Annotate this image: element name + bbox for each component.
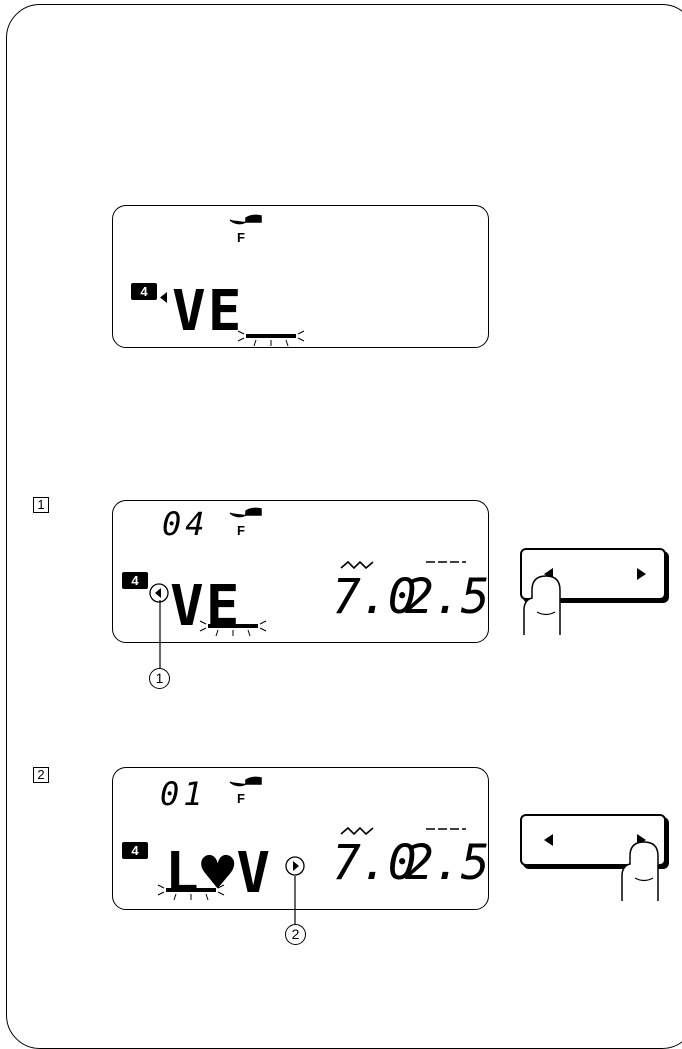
stitch-width-value: 7.0 bbox=[332, 573, 416, 621]
finger-press-icon bbox=[520, 572, 570, 636]
step-number: 2 bbox=[33, 767, 49, 783]
pattern-number: 01 bbox=[160, 778, 207, 810]
presser-foot-icon bbox=[228, 774, 264, 794]
arrow-right-icon bbox=[637, 568, 647, 580]
stitch-length-value: 2.5 bbox=[405, 573, 489, 621]
cursor-left-icon bbox=[160, 292, 168, 304]
callout-number: 2 bbox=[285, 924, 306, 945]
cursor-right-icon bbox=[285, 856, 305, 876]
pattern-letters: VE bbox=[172, 284, 243, 340]
callout-leader-line bbox=[293, 876, 297, 924]
dashed-line-icon bbox=[426, 559, 466, 565]
stitch-width-value: 7.0 bbox=[332, 839, 416, 887]
cursor-blink-underline bbox=[236, 326, 306, 348]
arrow-left-icon bbox=[544, 834, 554, 846]
stitch-length-value: 2.5 bbox=[405, 839, 489, 887]
mode-badge: 4 bbox=[122, 842, 148, 859]
presser-foot-letter: F bbox=[237, 792, 245, 805]
pattern-number: 04 bbox=[162, 508, 209, 540]
cursor-blink-underline bbox=[156, 880, 226, 902]
presser-foot-icon bbox=[228, 505, 264, 525]
mode-badge: 4 bbox=[131, 283, 157, 300]
mode-badge: 4 bbox=[122, 572, 148, 589]
presser-foot-letter: F bbox=[237, 524, 245, 537]
callout-number: 1 bbox=[149, 668, 170, 689]
callout-leader-line bbox=[158, 600, 162, 668]
presser-foot-icon bbox=[228, 212, 264, 232]
presser-foot-letter: F bbox=[237, 231, 245, 244]
step-number: 1 bbox=[33, 497, 49, 513]
finger-press-icon bbox=[618, 838, 668, 902]
dashed-line-icon bbox=[426, 826, 466, 832]
cursor-blink-underline bbox=[198, 616, 268, 638]
